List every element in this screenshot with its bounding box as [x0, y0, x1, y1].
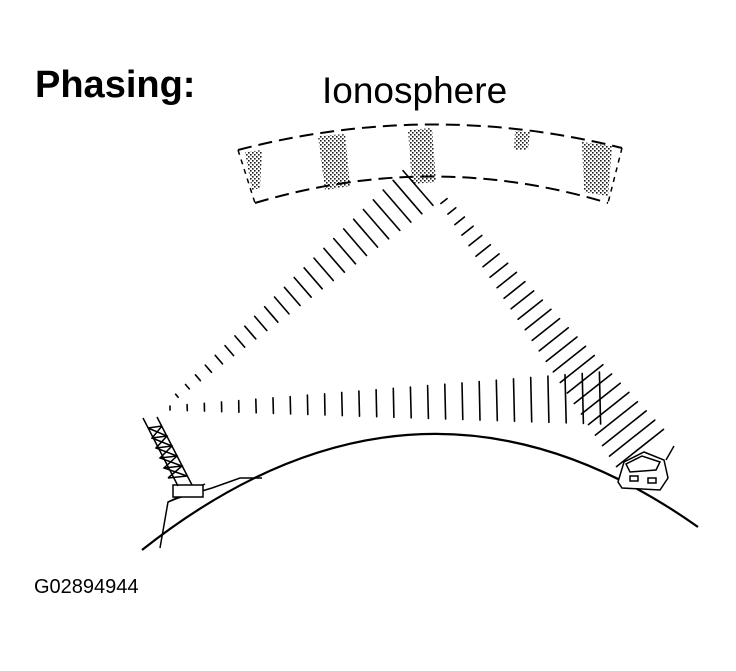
wavefront-mark — [547, 375, 550, 424]
wavefront-mark — [478, 380, 481, 421]
wavefront-mark — [332, 237, 357, 265]
wavefront-mark — [194, 373, 202, 382]
ionosphere-layer — [237, 123, 623, 204]
wavefront-mark — [564, 373, 568, 424]
wavefront-mark — [598, 371, 602, 425]
wavefront-mark — [224, 344, 235, 357]
wavefront-mark — [174, 393, 179, 399]
wavefront-mark — [538, 326, 570, 352]
wavefront-mark — [545, 336, 578, 363]
wavefront-mark — [263, 305, 279, 324]
ionosphere-label: Ionosphere — [322, 70, 508, 111]
wavefront-mark — [440, 197, 448, 205]
wavefront-mark — [468, 234, 483, 247]
wavefront-mark — [495, 379, 499, 422]
diagram-heading: Phasing: — [35, 64, 196, 106]
wavefront-mark — [214, 354, 224, 365]
wavefront-mark — [352, 218, 379, 248]
wavefront-mark — [475, 243, 492, 258]
wavefront-mark — [409, 386, 413, 419]
wavefront-mark — [587, 391, 630, 426]
wavefront-mark — [608, 419, 656, 457]
wavefront-mark — [244, 325, 257, 340]
wavefront-mark — [461, 225, 474, 236]
ionosphere-shading — [245, 128, 612, 196]
wavefront-mark — [375, 388, 378, 418]
wavefront-mark — [529, 376, 533, 423]
wavefront-mark — [293, 276, 313, 299]
wavefront-mark — [454, 216, 466, 226]
wavefront-mark — [512, 377, 516, 423]
wavefront-mark — [594, 400, 639, 436]
wavefront-mark — [559, 354, 596, 384]
wavefront-mark — [358, 390, 361, 418]
wavefront-mark — [615, 428, 665, 468]
wavefront-mark — [489, 262, 509, 279]
figure-id: G02894944 — [34, 576, 139, 598]
wavefront-mark — [524, 308, 552, 331]
wavefront-mark — [392, 179, 423, 215]
wavefront-mark — [601, 410, 648, 447]
skywave-down-path — [440, 197, 665, 468]
radio-tower-icon — [142, 416, 262, 549]
ionosphere-lower-boundary — [254, 175, 609, 204]
wavefront-mark — [573, 373, 613, 405]
wavefront-mark — [342, 228, 368, 257]
wavefront-mark — [496, 271, 518, 289]
wavefront-mark — [204, 364, 213, 374]
skywave-up-path — [174, 169, 434, 399]
wavefront-mark — [581, 372, 585, 425]
wavefront-mark — [253, 315, 268, 332]
wavefront-mark — [531, 317, 561, 342]
wavefront-mark — [283, 286, 301, 307]
wavefront-mark — [273, 296, 290, 315]
wavefront-mark — [372, 199, 401, 232]
wavefront-mark — [566, 363, 604, 394]
wavefront-mark — [461, 382, 464, 421]
wavefront-mark — [517, 299, 544, 321]
wavefront-mark — [392, 387, 395, 419]
wavefront-mark — [362, 208, 390, 240]
wavefront-mark — [482, 253, 500, 268]
car-icon — [617, 445, 675, 491]
wavefront-mark — [313, 257, 335, 282]
wavefront-mark — [323, 247, 346, 274]
ground-wave-path — [169, 371, 602, 425]
wavefront-mark — [303, 266, 324, 290]
wavefront-mark — [552, 345, 587, 373]
wavefront-mark — [503, 280, 526, 300]
wavefront-mark — [443, 383, 447, 420]
ionosphere-upper-boundary — [237, 123, 623, 151]
wavefront-mark — [510, 290, 535, 310]
wavefront-mark — [426, 384, 430, 420]
wavefront-mark — [382, 189, 412, 223]
wavefront-mark — [234, 335, 246, 349]
wavefront-mark — [402, 169, 434, 207]
wavefront-mark — [340, 391, 344, 417]
wavefront-mark — [447, 207, 457, 215]
wavefront-mark — [184, 383, 191, 390]
